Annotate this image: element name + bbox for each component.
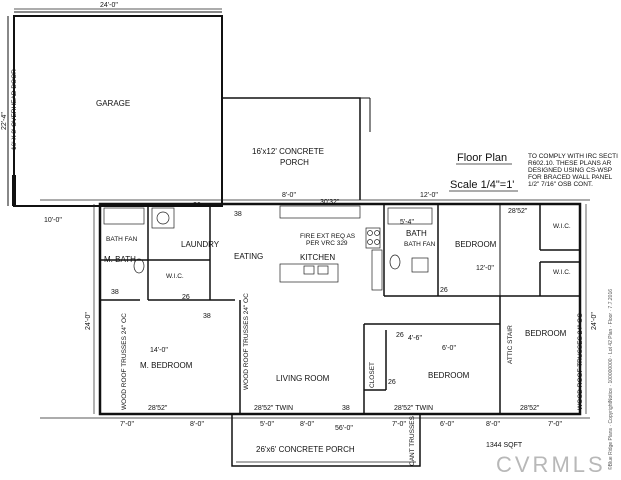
trusses-left: WOOD ROOF TRUSSES 24" OC [121,313,128,410]
dim-right-24: 24'-0" [591,312,598,330]
overhead-door-label: 16' X 8' OVERHEAD DOOR [11,69,18,150]
laundry-label: LAUNDRY [181,240,220,249]
front-porch: 26'x6' CONCRETE PORCH CANT TRUSSES 1344 … [231,414,523,467]
wic-right-mid-label: W.I.C. [553,269,571,276]
area-label: 1344 SQFT [486,442,523,449]
dim-26d: 26 [396,332,404,339]
porch-label-1: 16'x12' CONCRETE [252,147,324,156]
dim-14: 14'-0" [150,347,168,354]
dim-left-24: 24'-0" [85,312,92,330]
dim-mid-8: 8'-0" [282,192,296,199]
plan-title: Floor Plan [457,152,507,164]
bedroom-upper-label: BEDROOM [455,240,497,249]
dim-38b: 38 [111,289,119,296]
dim-26e: 26 [388,379,396,386]
closet-label: CLOSET [369,362,376,388]
dim-win-top: 30'32" [320,199,340,206]
dim-b7c: 7'-0" [548,421,562,428]
dim-win-bedroom: 28'52" TWIN [394,405,433,412]
garage-label: GARAGE [96,99,130,108]
dim-b5a: 5'-0" [260,421,274,428]
trusses-mid: WOOD ROOF TRUSSES 24" OC [243,293,250,390]
fire-ext-note: FIRE EXT REQ AS [300,233,356,240]
dim-120b: 12'-0" [476,265,494,272]
front-porch-label: 26'x6' CONCRETE PORCH [256,445,355,454]
dim-26c: 26 [440,287,448,294]
master-bedroom-label: M. BEDROOM [140,361,193,370]
note-line-4: FOR BRACED WALL PANEL [528,174,613,181]
dim-38c: 38 [203,313,211,320]
dim-win-living: 28'52" TWIN [254,405,293,412]
kitchen-fixtures [103,205,433,291]
dimension-labels: 10'-0" 8'-0" 12'-0" 30'32" 28'52" 24'-0"… [44,192,598,432]
dim-26a: 26 [193,202,201,209]
dim-54: 5'-4" [400,219,414,226]
dim-60: 6'-0" [442,345,456,352]
note-line-3: DESIGNED USING CS-WSP [528,167,612,174]
dim-win-right-top: 28'52" [508,208,528,215]
title-block: Floor Plan Scale 1/4"=1' TO COMPLY WITH … [449,152,618,192]
bath-fan-2: BATH FAN [404,241,436,248]
living-room-label: LIVING ROOM [276,374,330,383]
dim-b8a: 8'-0" [190,421,204,428]
trusses-right: WOOD ROOF TRUSSES 24" OC [577,313,584,410]
attic-label: ATTIC STAIR [507,325,514,364]
garage-area: 24'-0" GARAGE 22'-4" 16' X 8' OVERHEAD D… [1,2,223,207]
kitchen-label: KITCHEN [300,253,335,262]
bedroom-lower-label: BEDROOM [428,371,470,380]
dim-38d: 38 [342,405,350,412]
plan-scale: Scale 1/4"=1' [450,179,514,191]
dim-b7b: 7'-0" [392,421,406,428]
dim-win-right: 28'52" [520,405,540,412]
bedroom-right-label: BEDROOM [525,329,567,338]
back-porch: 16'x12' CONCRETE PORCH [222,97,371,200]
master-bath-label: M. BATH [104,255,136,264]
side-copyright-text: ©Blue Ridge Plans · CopyrightNotice · 10… [607,289,614,470]
dim-left-10: 10'-0" [44,217,62,224]
dim-bottom-56: 56'-0" [335,425,353,432]
dim-garage-depth: 22'-4" [1,112,8,130]
note-line-5: 1/2" 7/16" OSB CONT. [528,181,593,188]
dim-b6a: 6'-0" [440,421,454,428]
dim-b8c: 8'-0" [486,421,500,428]
bath-label: BATH [406,229,427,238]
dim-b8b: 8'-0" [300,421,314,428]
cant-trusses-label: CANT TRUSSES [409,415,416,466]
wic-master-label: W.I.C. [166,273,184,280]
dim-mid-12: 12'-0" [420,192,438,199]
watermark: CVRMLS [496,452,606,477]
dim-38a: 38 [234,211,242,218]
bath-fan-1: BATH FAN [106,236,138,243]
fire-ext-note-2: PER VRC 329 [306,240,348,247]
eating-label: EATING [234,252,263,261]
note-line-1: TO COMPLY WITH IRC SECTI [528,153,618,160]
dim-win-left: 28'52" [148,405,168,412]
room-labels: LAUNDRY M. BATH W.I.C. EATING KITCHEN FI… [104,223,584,410]
note-line-2: R602.10. THESE PLANS AR [528,160,612,167]
dim-46: 4'-6" [408,335,422,342]
dim-26b: 26 [182,294,190,301]
porch-label-2: PORCH [280,158,309,167]
wic-right-top-label: W.I.C. [553,223,571,230]
house-walls [40,199,590,419]
dim-b7a: 7'-0" [120,421,134,428]
dim-garage-width: 24'-0" [100,2,118,9]
